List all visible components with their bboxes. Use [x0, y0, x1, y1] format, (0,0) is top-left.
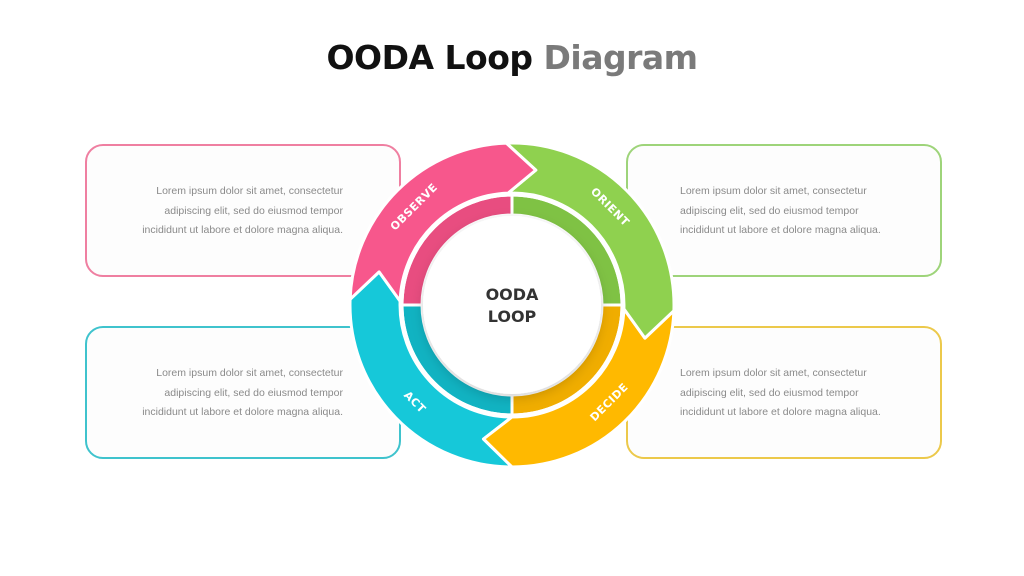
center-label-line2: LOOP: [488, 307, 537, 326]
observe-description: Lorem ipsum dolor sit amet, consectetur …: [142, 185, 343, 236]
orient-text-box: Lorem ipsum dolor sit amet, consectetur …: [626, 144, 942, 277]
cycle-segments: [348, 141, 676, 469]
inner-ring-outline: [400, 193, 624, 417]
act-description: Lorem ipsum dolor sit amet, consectetur …: [142, 367, 343, 418]
act-text-box: Lorem ipsum dolor sit amet, consectetur …: [85, 326, 401, 459]
decide-segment: [482, 307, 676, 469]
title-main: OODA Loop: [326, 38, 533, 77]
title-secondary: Diagram: [543, 38, 699, 77]
page-title: OODA Loop Diagram: [0, 38, 1024, 77]
center-circle: [423, 216, 601, 394]
orient-segment: [504, 141, 676, 340]
inner-ring: [400, 193, 624, 417]
decide-text-box: Lorem ipsum dolor sit amet, consectetur …: [626, 326, 942, 459]
observe-text-box: Lorem ipsum dolor sit amet, consectetur …: [85, 144, 401, 277]
observe-segment: [348, 141, 538, 303]
orient-description: Lorem ipsum dolor sit amet, consectetur …: [680, 185, 881, 236]
decide-description: Lorem ipsum dolor sit amet, consectetur …: [680, 367, 881, 418]
center-label-line1: OODA: [486, 285, 539, 304]
